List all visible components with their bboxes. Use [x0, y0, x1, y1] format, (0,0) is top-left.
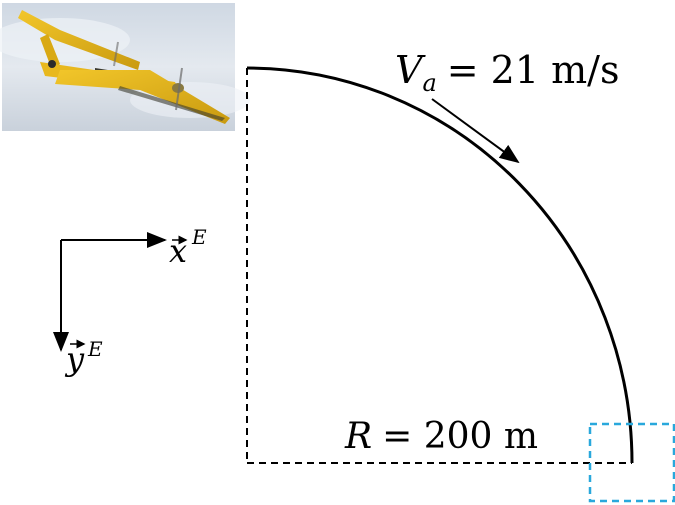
- velocity-label: Va= 21 m/s: [395, 48, 619, 97]
- svg-text:y: y: [64, 340, 85, 378]
- svg-text:E: E: [87, 337, 103, 361]
- highlight-box: [588, 422, 675, 503]
- radius-label: R= 200 m: [344, 416, 538, 457]
- svg-text:x: x: [169, 232, 187, 270]
- aircraft-photo: [0, 3, 250, 131]
- svg-text:E: E: [191, 225, 207, 249]
- x-axis-label: x E: [169, 225, 207, 270]
- y-axis-label: y E: [64, 337, 103, 378]
- earth-frame-axes: x E y E: [53, 225, 207, 378]
- velocity-arrow: [431, 98, 520, 164]
- quarter-circle-arc: [246, 66, 634, 464]
